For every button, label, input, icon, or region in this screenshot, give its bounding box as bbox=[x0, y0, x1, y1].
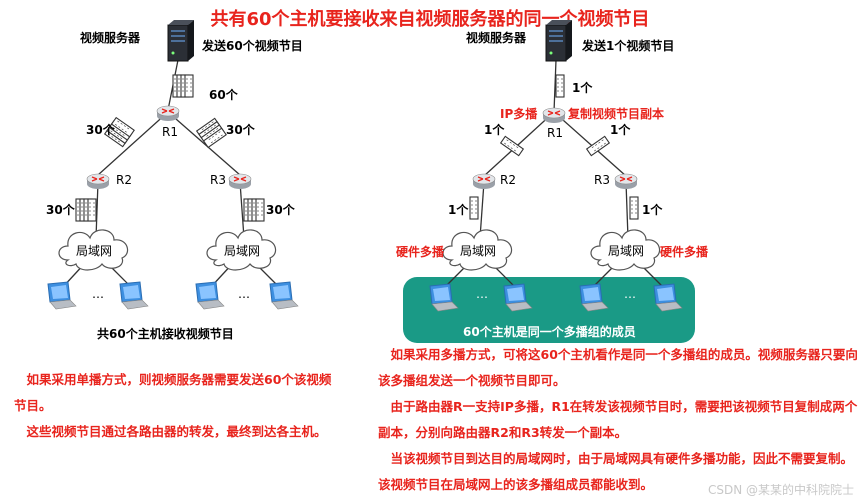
right-router-r3-icon bbox=[614, 173, 638, 190]
right-paragraph-2: 由于路由器R一支持IP多播，R1在转发该视频节目时，需要把该视频节目复制成两个副… bbox=[378, 399, 858, 440]
left-host-3-icon bbox=[195, 281, 225, 310]
right-count-top: 1个 bbox=[572, 80, 593, 95]
left-r1-label: R1 bbox=[162, 125, 178, 139]
right-film-r1-left-icon bbox=[500, 135, 524, 157]
right-paragraph-1: 如果采用多播方式，可将这60个主机看作是同一个多播组的成员。视频服务器只要向该多… bbox=[378, 347, 858, 388]
left-lan2-label: 局域网 bbox=[224, 244, 260, 258]
left-r2-label: R2 bbox=[116, 173, 132, 187]
left-unicast-diagram: 视频服务器 发送60个视频节目 60个 R1 30个 30个 R2 R3 30个… bbox=[46, 19, 303, 341]
multicast-group-box bbox=[403, 277, 695, 343]
copy-label: 复制视频节目副本 bbox=[567, 106, 664, 121]
right-count-r1-left: 1个 bbox=[484, 122, 505, 137]
right-count-r2: 1个 bbox=[448, 202, 469, 217]
left-count-top: 60个 bbox=[209, 87, 239, 102]
right-server-label: 视频服务器 bbox=[466, 30, 527, 45]
right-video-server-icon bbox=[545, 19, 573, 62]
left-router-r3-icon bbox=[228, 173, 252, 190]
left-explanation: 如果采用单播方式，则视频服务器需要发送60个该视频节目。 这些视频节目通过各路由… bbox=[14, 367, 336, 445]
group-label: 60个主机是同一个多播组的成员 bbox=[463, 324, 636, 339]
right-count-r3: 1个 bbox=[642, 202, 663, 217]
right-router-r2-icon bbox=[472, 173, 496, 190]
right-hosts-dots-1: … bbox=[476, 287, 488, 301]
ip-multicast-label: IP多播 bbox=[500, 106, 538, 121]
right-lan1-label: 局域网 bbox=[460, 244, 496, 258]
left-video-server-icon bbox=[167, 19, 195, 62]
left-host-1-icon bbox=[47, 281, 77, 310]
right-lan2-label: 局域网 bbox=[608, 244, 644, 258]
left-count-r2: 30个 bbox=[46, 202, 76, 217]
page-title: 共有60个主机要接收来自视频服务器的同一个视频节目 bbox=[210, 9, 650, 30]
left-hosts-dots-1: … bbox=[92, 287, 104, 301]
network-diagram: 视频服务器 发送60个视频节目 60个 R1 30个 30个 R2 R3 30个… bbox=[46, 19, 709, 343]
left-server-label: 视频服务器 bbox=[80, 30, 141, 45]
left-paragraph-2: 这些视频节目通过各路由器的转发，最终到达各主机。 bbox=[14, 424, 327, 439]
left-paragraph-1: 如果采用单播方式，则视频服务器需要发送60个该视频节目。 bbox=[14, 372, 332, 413]
hw-multicast-left-label: 硬件多播 bbox=[396, 244, 445, 259]
left-summary: 共60个主机接收视频节目 bbox=[97, 326, 234, 341]
right-router-r1-icon bbox=[542, 107, 566, 124]
right-film-r1-right-icon bbox=[586, 135, 610, 157]
left-film-stack-r2-icon bbox=[76, 199, 96, 221]
watermark: CSDN @某某的中科院院士 bbox=[707, 483, 854, 497]
left-count-r1-right: 30个 bbox=[226, 122, 256, 137]
hw-multicast-right-label: 硬件多播 bbox=[660, 244, 709, 259]
right-film-r3-icon bbox=[629, 196, 639, 220]
left-router-r2-icon bbox=[86, 173, 110, 190]
right-r3-label: R3 bbox=[594, 173, 610, 187]
left-lan1-label: 局域网 bbox=[76, 244, 112, 258]
right-film-r2-icon bbox=[469, 196, 479, 220]
right-film-top-icon bbox=[555, 74, 565, 98]
left-film-stack-r3-icon bbox=[244, 199, 264, 221]
left-router-r1-icon bbox=[156, 105, 180, 122]
left-send-label: 发送60个视频节目 bbox=[201, 38, 303, 53]
right-send-label: 发送1个视频节目 bbox=[581, 38, 674, 53]
right-r1-label: R1 bbox=[547, 126, 563, 140]
right-paragraph-3: 当该视频节目到达目的局域网时，由于局域网具有硬件多播功能，因此不需要复制。该视频… bbox=[378, 451, 854, 492]
right-explanation: 如果采用多播方式，可将这60个主机看作是同一个多播组的成员。视频服务器只要向该多… bbox=[378, 342, 858, 498]
right-hosts-dots-2: … bbox=[624, 287, 636, 301]
left-count-r3: 30个 bbox=[266, 202, 296, 217]
right-r2-label: R2 bbox=[500, 173, 516, 187]
left-host-4-icon bbox=[269, 281, 299, 310]
left-film-stack-top-icon bbox=[173, 75, 193, 97]
left-film-stack-r1-right-icon bbox=[197, 118, 226, 147]
left-host-2-icon bbox=[119, 281, 149, 310]
left-hosts-dots-2: … bbox=[238, 287, 250, 301]
left-r3-label: R3 bbox=[210, 173, 226, 187]
right-count-r1-right: 1个 bbox=[610, 122, 631, 137]
right-multicast-diagram: 60个主机是同一个多播组的成员 视频服务器 发送1个视频节目 1个 IP多播 复… bbox=[396, 19, 709, 343]
left-count-r1-left: 30个 bbox=[86, 122, 116, 137]
